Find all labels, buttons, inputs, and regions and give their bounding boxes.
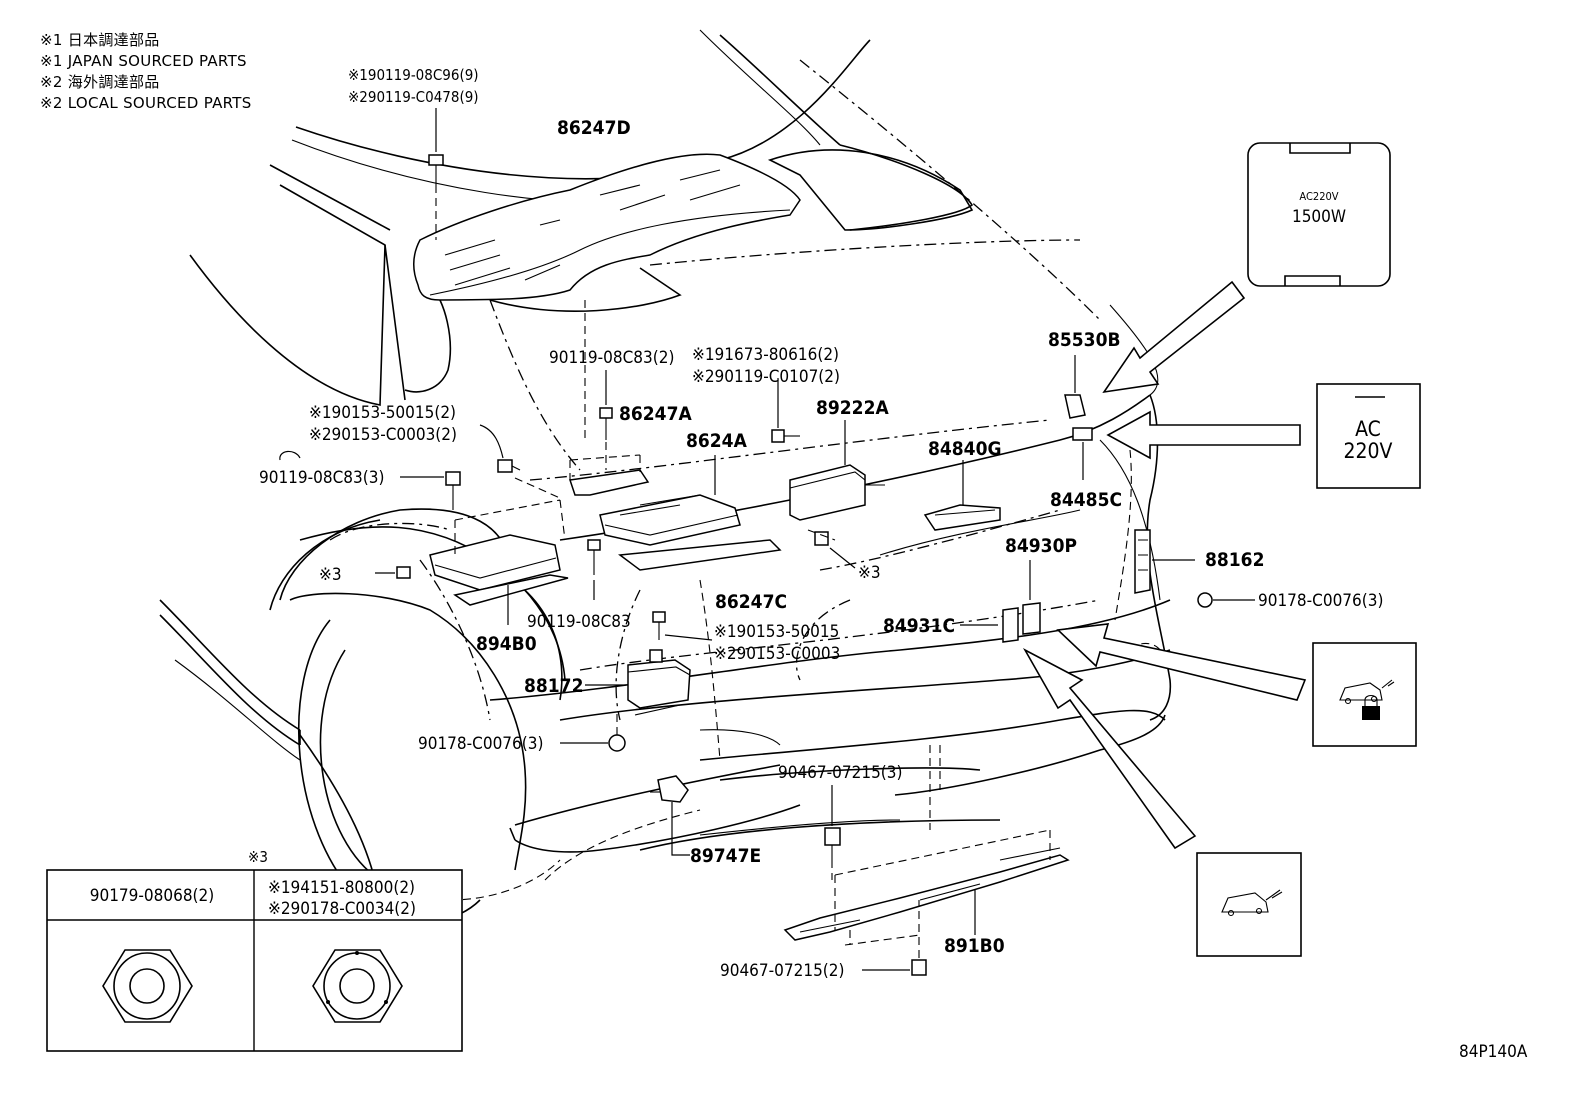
arrow-to-ac-switch	[1106, 410, 1301, 460]
label-90119-08C83: 90119-08C83	[527, 612, 631, 632]
table-title: ※3	[248, 848, 268, 866]
label-89222A: 89222A	[816, 397, 889, 419]
open-switch-callout	[1196, 852, 1302, 957]
nut-icon-left	[102, 949, 193, 1023]
part-84485C	[1072, 427, 1093, 480]
clip-ref3-left	[375, 566, 411, 579]
module-88172	[585, 649, 691, 716]
label-84840G: 84840G	[928, 438, 1002, 460]
clip-90178-left	[560, 712, 626, 752]
screw-90153-mid	[652, 611, 713, 641]
table-right-part-1: ※194151-80800(2)	[268, 878, 415, 898]
legend-notes: ※1 日本調達部品 ※1 JAPAN SOURCED PARTS ※2 海外調達…	[40, 30, 252, 114]
ac-switch-callout: AC 220V	[1316, 383, 1421, 489]
nut-icon-right	[312, 949, 403, 1023]
lock-switch-callout	[1312, 642, 1417, 747]
label-90119-08C83-2: 90119-08C83(2)	[549, 348, 674, 368]
sensor-89747E	[650, 775, 690, 856]
note-4: ※2 LOCAL SOURCED PARTS	[40, 94, 252, 112]
ac-switch-volt: 220V	[1344, 439, 1393, 463]
switches-84930P-84931C	[960, 560, 1041, 643]
outlet-watt-label: 1500W	[1292, 207, 1346, 227]
label-86247C: 86247C	[715, 591, 787, 613]
label-88172: 88172	[524, 675, 583, 697]
label-90153-C0003: ※290153-C0003	[714, 644, 840, 664]
label-90467-07215-2: 90467-07215(2)	[720, 961, 844, 981]
label-90153-50015: ※190153-50015	[714, 622, 839, 642]
part-86247D-cover	[413, 153, 801, 301]
part-84840G-handle	[923, 460, 1001, 531]
label-ref3-right: ※3	[858, 563, 881, 583]
label-84931C: 84931C	[883, 615, 955, 637]
bolt-top	[428, 108, 444, 240]
label-91673-80616: ※191673-80616(2)	[692, 345, 839, 365]
label-90178-C0076-left: 90178-C0076(3)	[418, 734, 543, 754]
note-1: ※1 日本調達部品	[40, 31, 160, 49]
label-88162: 88162	[1205, 549, 1264, 571]
module-89222A	[771, 378, 885, 521]
label-90153-C0003-2: ※290153-C0003(2)	[309, 425, 457, 445]
reference-table: ※3 90179-08068(2) ※194151-80800(2) ※2901…	[46, 848, 463, 1052]
bracket-86247A	[569, 300, 650, 496]
table-left-part: 90179-08068(2)	[90, 886, 214, 906]
label-894B0: 894B0	[476, 633, 537, 655]
pointer-arrows	[1022, 280, 1307, 850]
label-86247D: 86247D	[557, 117, 631, 139]
label-8624A: 8624A	[686, 430, 748, 452]
ac-switch-label: AC	[1355, 417, 1381, 441]
car-lock-icon	[1339, 679, 1395, 720]
figure-code: 84P140A	[1459, 1042, 1528, 1062]
arrow-to-lock-switch	[1056, 623, 1307, 701]
label-85530B: 85530B	[1048, 329, 1121, 351]
module-8624A	[587, 455, 782, 575]
label-891B0: 891B0	[944, 935, 1005, 957]
label-84485C: 84485C	[1050, 489, 1122, 511]
arrow-to-open-switch	[1022, 648, 1197, 850]
label-90119-C0107: ※290119-C0107(2)	[692, 367, 840, 387]
part-88162	[1134, 529, 1195, 594]
outlet-small-label: AC220V	[1299, 190, 1338, 203]
label-90153-50015-2: ※190153-50015(2)	[309, 403, 456, 423]
label-90119-C0478: ※290119-C0478(9)	[348, 88, 479, 106]
outlet-callout: AC220V 1500W	[1247, 142, 1391, 287]
label-90467-07215-3: 90467-07215(3)	[778, 763, 902, 783]
clip-ref3-right	[807, 529, 856, 569]
label-90178-C0076-right: 90178-C0076(3)	[1258, 591, 1383, 611]
part-891B0-rail	[783, 745, 1070, 976]
clip-90178-right	[1197, 592, 1255, 608]
label-ref3-left: ※3	[319, 565, 342, 585]
note-2: ※1 JAPAN SOURCED PARTS	[40, 52, 247, 70]
arrow-to-outlet	[1102, 280, 1246, 394]
label-90119-08C83-3: 90119-08C83(3)	[259, 468, 384, 488]
screw-90153-top	[279, 424, 561, 499]
part-labels: ※190119-08C96(9) ※290119-C0478(9) 86247D…	[259, 66, 1528, 1062]
label-89747E: 89747E	[690, 845, 761, 867]
module-894B0	[400, 471, 569, 625]
label-84930P: 84930P	[1005, 535, 1077, 557]
label-86247A: 86247A	[619, 403, 692, 425]
note-3: ※2 海外調達部品	[40, 73, 160, 91]
car-open-icon	[1221, 889, 1283, 917]
label-90119-08C96: ※190119-08C96(9)	[348, 66, 479, 84]
table-right-part-2: ※290178-C0034(2)	[268, 899, 416, 919]
part-85530B	[1064, 355, 1086, 419]
